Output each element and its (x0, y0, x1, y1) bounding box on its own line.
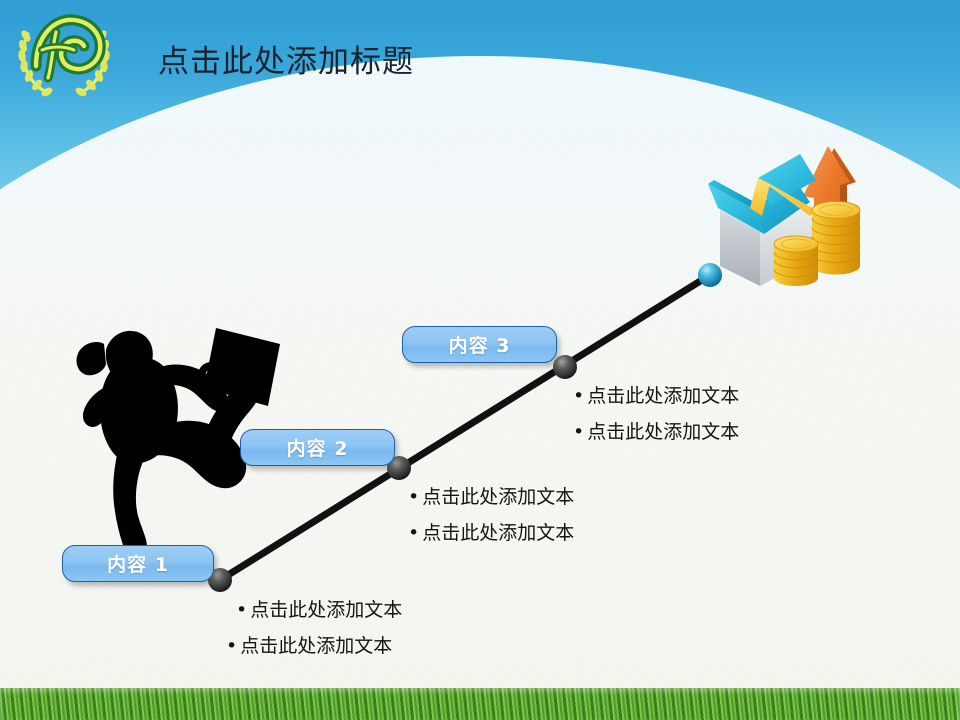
list-item[interactable]: •点击此处添加文本 (226, 628, 402, 664)
grass-strip-background (0, 688, 960, 720)
bullet-dot-icon: • (226, 635, 238, 657)
list-item[interactable]: •点击此处添加文本 (573, 378, 739, 414)
list-item-text: 点击此处添加文本 (422, 522, 575, 544)
list-item-text: 点击此处添加文本 (250, 599, 403, 621)
list-item[interactable]: •点击此处添加文本 (573, 414, 739, 450)
list-item[interactable]: •点击此处添加文本 (226, 592, 402, 628)
step-3-bullets: •点击此处添加文本 •点击此处添加文本 (573, 378, 739, 450)
house-coins-arrow-illustration (700, 138, 880, 298)
green-wheat-emblem-logo (12, 6, 116, 102)
step-box-1-label: 内容 1 (107, 554, 169, 576)
bullet-dot-icon: • (573, 385, 585, 407)
bullet-dot-icon: • (408, 486, 420, 508)
list-item-text: 点击此处添加文本 (240, 635, 393, 657)
step-2-bullets: •点击此处添加文本 •点击此处添加文本 (408, 479, 574, 551)
list-item-text: 点击此处添加文本 (587, 421, 740, 443)
bullet-dot-icon: • (236, 599, 248, 621)
step-1-bullets: •点击此处添加文本 •点击此处添加文本 (226, 592, 402, 664)
step-box-3-label: 内容 3 (448, 335, 511, 357)
bullet-dot-icon: • (573, 421, 585, 443)
step-box-2[interactable]: 内容 2 (240, 429, 395, 466)
step-box-3[interactable]: 内容 3 (402, 326, 557, 363)
step-box-1[interactable]: 内容 1 (62, 545, 214, 582)
list-item[interactable]: •点击此处添加文本 (408, 479, 574, 515)
page-title: 点击此处添加标题 (158, 44, 414, 80)
bullet-dot-icon: • (408, 522, 420, 544)
list-item[interactable]: •点击此处添加文本 (408, 515, 574, 551)
list-item-text: 点击此处添加文本 (422, 486, 575, 508)
list-item-text: 点击此处添加文本 (587, 385, 740, 407)
step-box-2-label: 内容 2 (286, 438, 349, 460)
